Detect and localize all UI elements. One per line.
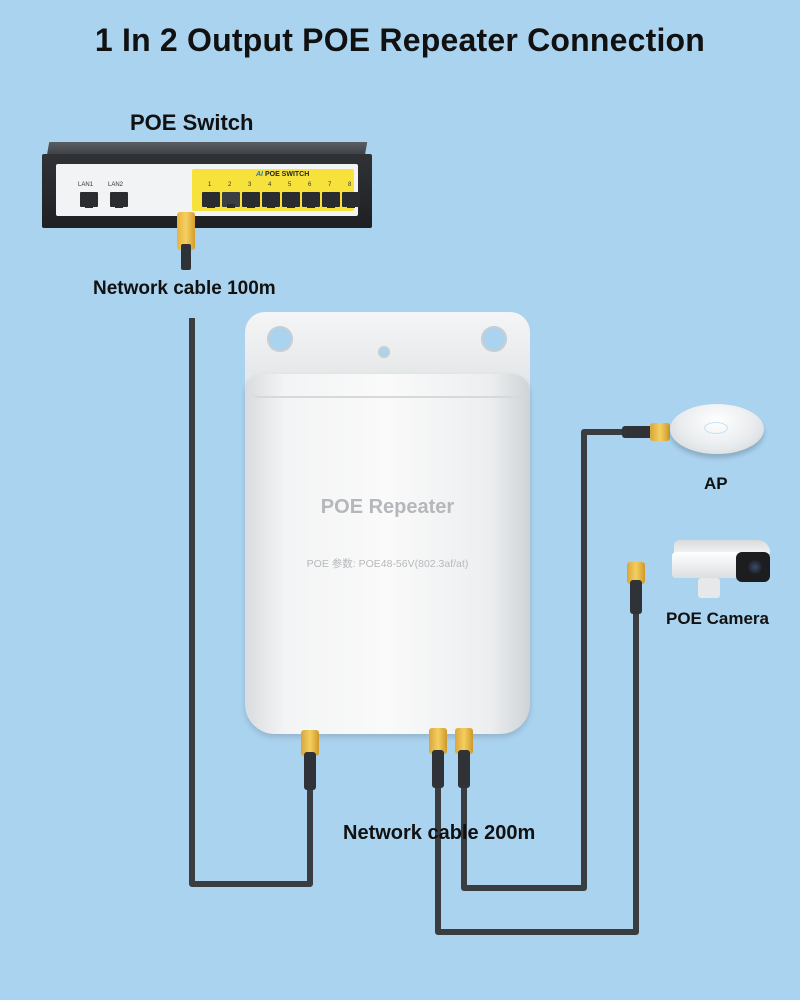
poe-switch: AI POE SWITCH LAN1 LAN2 1 2 3 4 5 6 7 8 [42, 142, 372, 228]
mounting-hole-center [378, 346, 390, 358]
ap-connector-boot [622, 426, 656, 438]
port-number-1: 1 [208, 182, 212, 188]
ap-rj45-connector [650, 423, 670, 441]
poe-switch-label: POE Switch [130, 110, 254, 135]
switch-brand: AI POE SWITCH [256, 171, 310, 178]
lan2-label: LAN2 [108, 182, 124, 188]
port-number-4: 4 [268, 182, 272, 188]
poe-port-8 [342, 192, 360, 208]
poe-repeater: POE Repeater POE 参数: POE48-56V(802.3af/a… [245, 312, 530, 734]
ap-indicator [704, 422, 728, 434]
poe-port-7 [322, 192, 340, 208]
mounting-hole-left [267, 326, 293, 352]
ap-label: AP [704, 474, 728, 493]
poe-camera-label: POE Camera [666, 609, 769, 628]
repeater-input-boot [304, 752, 316, 790]
camera-connector-boot [630, 580, 642, 614]
repeater-spec: POE 参数: POE48-56V(802.3af/at) [306, 558, 469, 570]
camera-lens [748, 560, 762, 574]
repeater-rim [251, 384, 524, 398]
access-point [670, 404, 764, 462]
repeater-output1-boot [432, 750, 444, 788]
repeater-body: POE Repeater POE 参数: POE48-56V(802.3af/a… [245, 374, 530, 734]
repeater-output2-connector [455, 728, 473, 754]
port-number-2: 2 [228, 182, 232, 188]
port-number-6: 6 [308, 182, 312, 188]
repeater-name: POE Repeater [320, 496, 455, 518]
switch-brand-text: POE SWITCH [264, 171, 310, 178]
port-number-3: 3 [248, 182, 252, 188]
cable-200m-label: Network cable 200m [343, 822, 536, 844]
mounting-hole-right [481, 326, 507, 352]
page-title: 1 In 2 Output POE Repeater Connection [94, 22, 706, 58]
port-number-5: 5 [288, 182, 292, 188]
camera-rj45-connector [627, 562, 645, 584]
poe-port-3 [242, 192, 260, 208]
repeater-output2-boot [458, 750, 470, 788]
poe-port-4 [262, 192, 280, 208]
poe-port-6 [302, 192, 320, 208]
switch-connector-boot [181, 244, 191, 270]
repeater-input-connector [301, 730, 319, 756]
cable-100m-wire [189, 318, 313, 887]
poe-port-2 [222, 192, 240, 208]
camera-mount [698, 578, 720, 598]
repeater-output1-connector [429, 728, 447, 754]
port-number-8: 8 [348, 182, 352, 188]
lan1-label: LAN1 [78, 182, 94, 188]
lan1-port [80, 192, 98, 208]
poe-port-1 [202, 192, 220, 208]
camera-hood [674, 540, 770, 554]
poe-port-5 [282, 192, 300, 208]
switch-rj45-connector [177, 212, 195, 250]
poe-camera [668, 540, 776, 600]
lan2-port [110, 192, 128, 208]
cable-ap-wire [461, 429, 628, 891]
port-number-7: 7 [328, 182, 332, 188]
cable-100m-label: Network cable 100m [93, 278, 276, 299]
cable-camera-wire [435, 612, 639, 935]
